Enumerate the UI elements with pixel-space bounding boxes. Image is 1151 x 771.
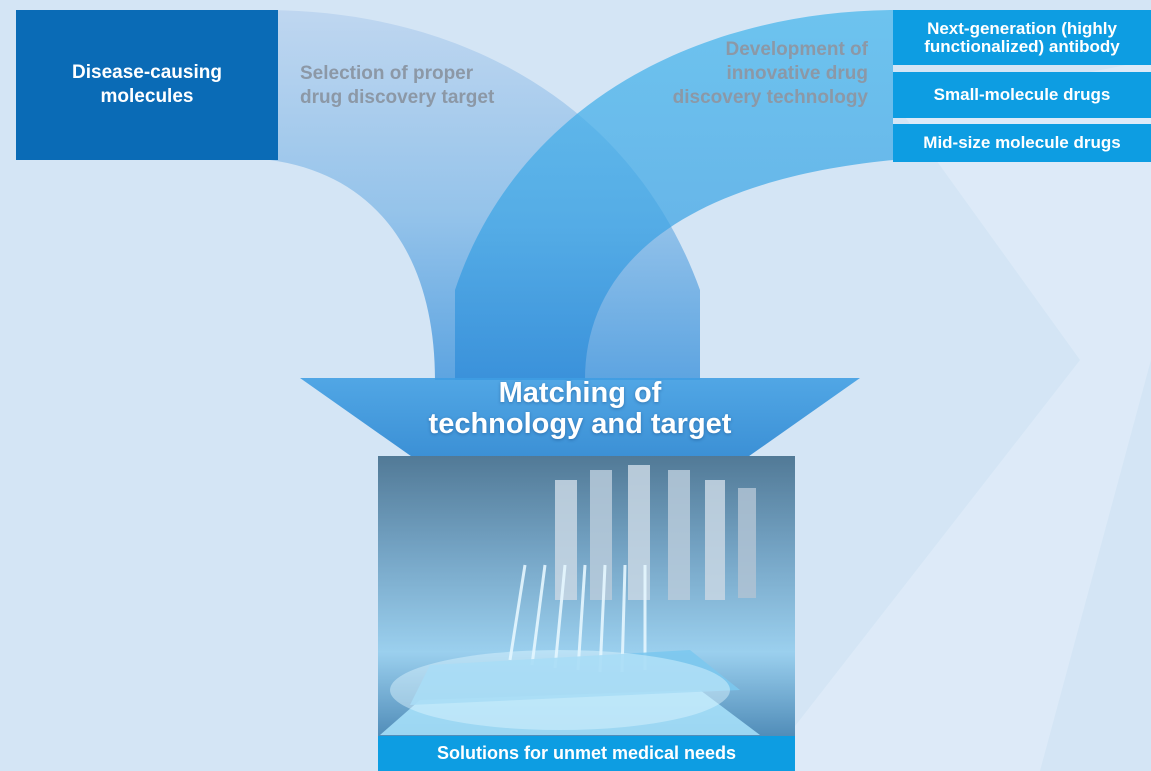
mid-size-molecule-drugs-box: Mid-size molecule drugs — [893, 124, 1151, 162]
small-molecule-drugs-box: Small-molecule drugs — [893, 72, 1151, 118]
matching-technology-target-label: Matching of technology and target — [428, 377, 732, 440]
background-chevron — [760, 60, 1151, 771]
disease-causing-molecules-box: Disease-causing molecules — [16, 10, 278, 160]
right-curved-arrow — [455, 10, 893, 380]
lab-photo — [378, 456, 795, 736]
selection-target-label: Selection of proper drug discovery targe… — [300, 63, 495, 108]
development-technology-label: Development of innovative drug discovery… — [672, 39, 868, 108]
next-generation-antibody-box: Next-generation (highly functionalized) … — [893, 10, 1151, 65]
solutions-unmet-needs-box: Solutions for unmet medical needs — [378, 736, 795, 771]
